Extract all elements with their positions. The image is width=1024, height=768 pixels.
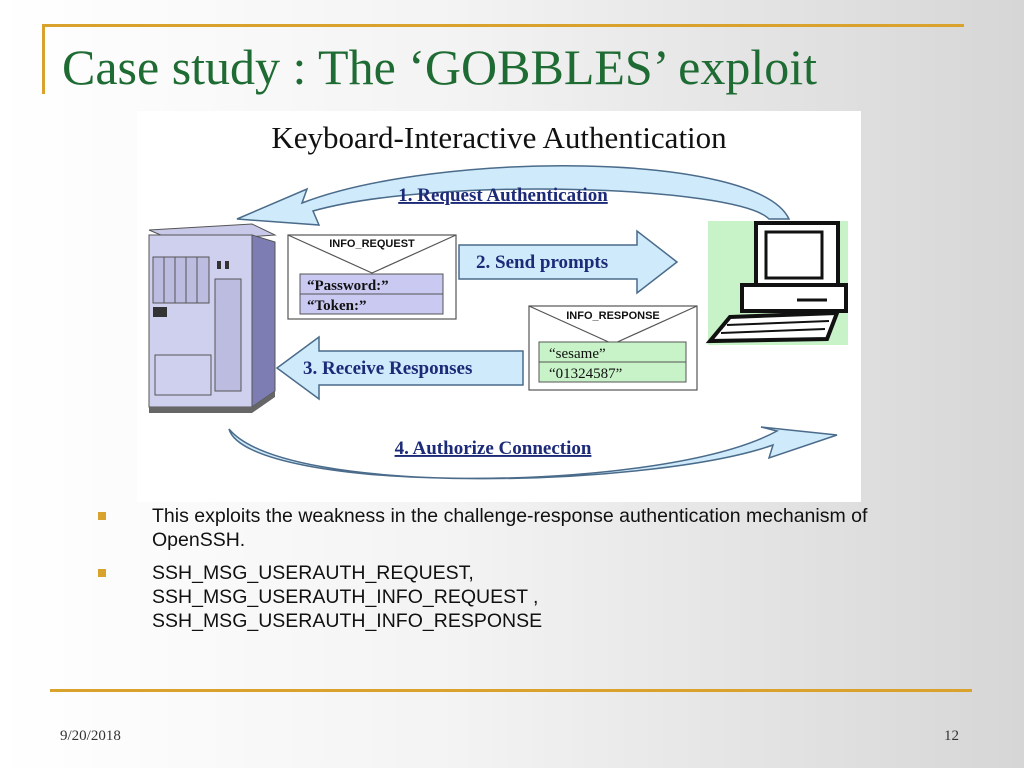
- step1-label: 1. Request Authentication: [398, 185, 608, 206]
- info-response-header: INFO_RESPONSE: [566, 310, 660, 322]
- left-rule: [42, 24, 45, 94]
- bottom-rule: [50, 689, 972, 692]
- info-request-box: INFO_REQUEST “Password:” “Token:”: [287, 234, 457, 320]
- bullet-text: SSH_MSG_USERAUTH_REQUEST, SSH_MSG_USERAU…: [152, 562, 543, 632]
- footer-date: 9/20/2018: [60, 728, 121, 744]
- auth-diagram: Keyboard-Interactive Authentication 1. R…: [137, 111, 861, 502]
- bullet-list: This exploits the weakness in the challe…: [92, 504, 872, 642]
- step2-arrow: [458, 229, 679, 295]
- step1-arrow: [236, 165, 791, 226]
- info-response-box: INFO_RESPONSE “sesame” “01324587”: [528, 305, 698, 391]
- bullet-text: This exploits the weakness in the challe…: [152, 505, 868, 551]
- auth-diagram-svg: Keyboard-Interactive Authentication 1. R…: [148, 120, 848, 480]
- prompt-password: “Password:”: [307, 278, 389, 294]
- computer-icon: [705, 221, 848, 345]
- top-rule: [42, 24, 964, 27]
- response-sesame: “sesame”: [549, 346, 606, 362]
- bullet-item: This exploits the weakness in the challe…: [92, 504, 872, 552]
- server-icon: [148, 223, 277, 413]
- page-number: 12: [944, 728, 959, 744]
- step3-arrow: [275, 335, 524, 401]
- step2-label: 2. Send prompts: [476, 252, 608, 273]
- bullet-square-icon: [98, 512, 106, 520]
- step3-label: 3. Receive Responses: [303, 358, 472, 379]
- bullet-square-icon: [98, 569, 106, 577]
- slide-title: Case study : The ‘GOBBLES’ exploit: [62, 39, 818, 95]
- prompt-token: “Token:”: [307, 298, 366, 314]
- step4-arrow: [228, 426, 838, 480]
- info-request-header: INFO_REQUEST: [329, 238, 415, 250]
- diagram-heading: Keyboard-Interactive Authentication: [271, 120, 727, 155]
- step4-label: 4. Authorize Connection: [395, 438, 592, 459]
- bullet-item: SSH_MSG_USERAUTH_REQUEST, SSH_MSG_USERAU…: [92, 561, 872, 633]
- response-token: “01324587”: [549, 366, 622, 382]
